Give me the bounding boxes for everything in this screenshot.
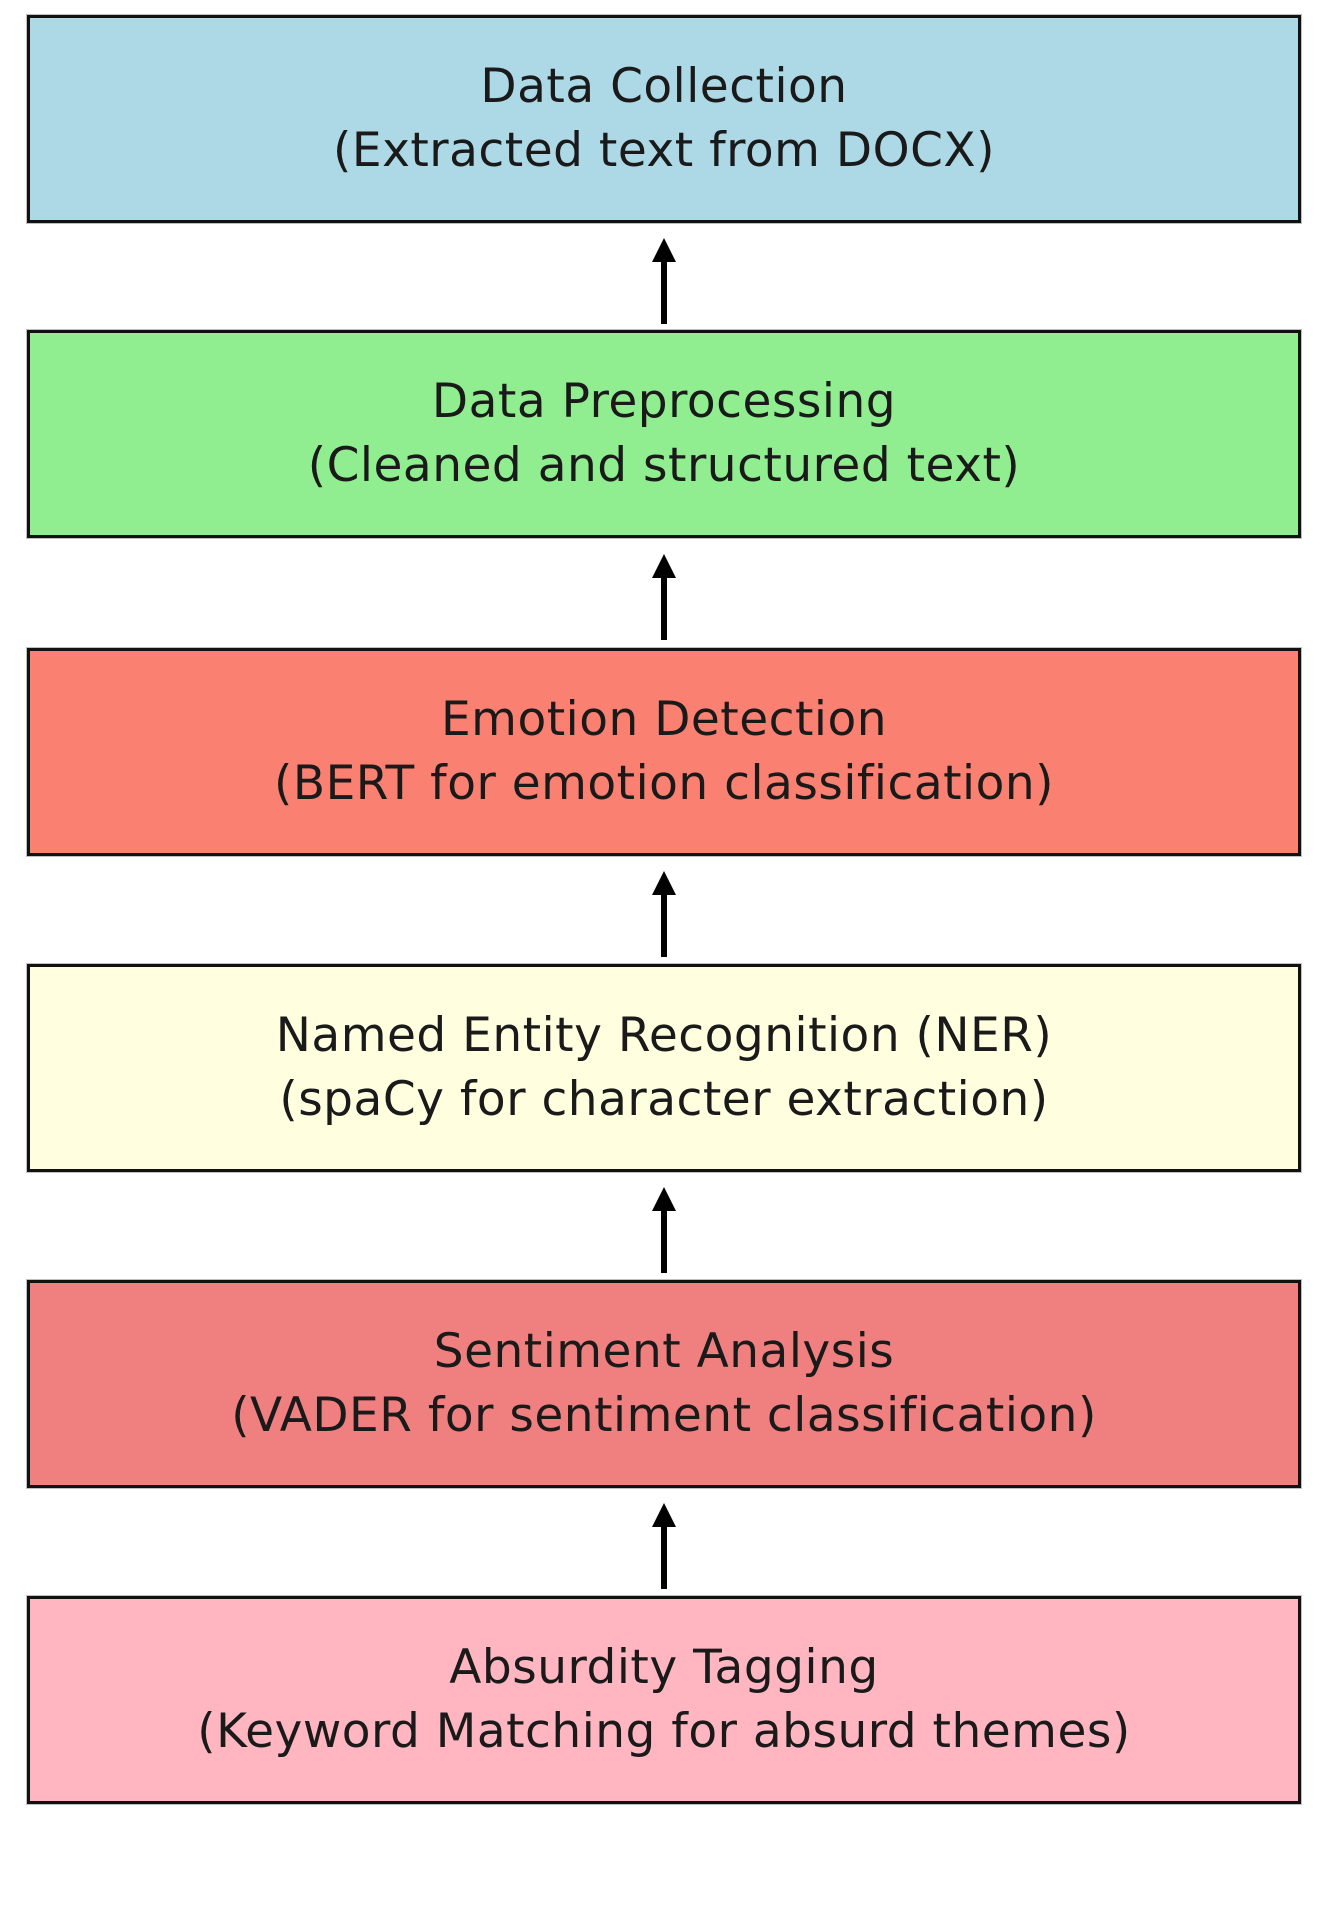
step-named-entity-recognition: Named Entity Recognition (NER) (spaCy fo… [27, 964, 1301, 1172]
step-title: Data Preprocessing [431, 374, 897, 429]
step-data-collection: Data Collection (Extracted text from DOC… [27, 15, 1301, 223]
up-arrow-icon [648, 1503, 680, 1593]
step-title: Sentiment Analysis [433, 1324, 895, 1379]
step-subtitle: (Keyword Matching for absurd themes) [197, 1704, 1131, 1759]
step-title: Absurdity Tagging [449, 1640, 879, 1695]
step-emotion-detection: Emotion Detection (BERT for emotion clas… [27, 648, 1301, 856]
step-sentiment-analysis: Sentiment Analysis (VADER for sentiment … [27, 1280, 1301, 1488]
step-subtitle: (BERT for emotion classification) [274, 756, 1054, 811]
up-arrow-icon [648, 871, 680, 961]
step-subtitle: (Extracted text from DOCX) [333, 123, 995, 178]
up-arrow-icon [648, 238, 680, 328]
up-arrow-icon [648, 1187, 680, 1277]
step-title: Emotion Detection [440, 692, 888, 747]
step-absurdity-tagging: Absurdity Tagging (Keyword Matching for … [27, 1596, 1301, 1804]
up-arrow-icon [648, 554, 680, 644]
step-title: Data Collection [480, 59, 848, 114]
step-subtitle: (spaCy for character extraction) [279, 1072, 1049, 1127]
step-title: Named Entity Recognition (NER) [275, 1008, 1053, 1063]
step-data-preprocessing: Data Preprocessing (Cleaned and structur… [27, 330, 1301, 538]
step-subtitle: (VADER for sentiment classification) [231, 1388, 1097, 1443]
step-subtitle: (Cleaned and structured text) [307, 438, 1021, 493]
